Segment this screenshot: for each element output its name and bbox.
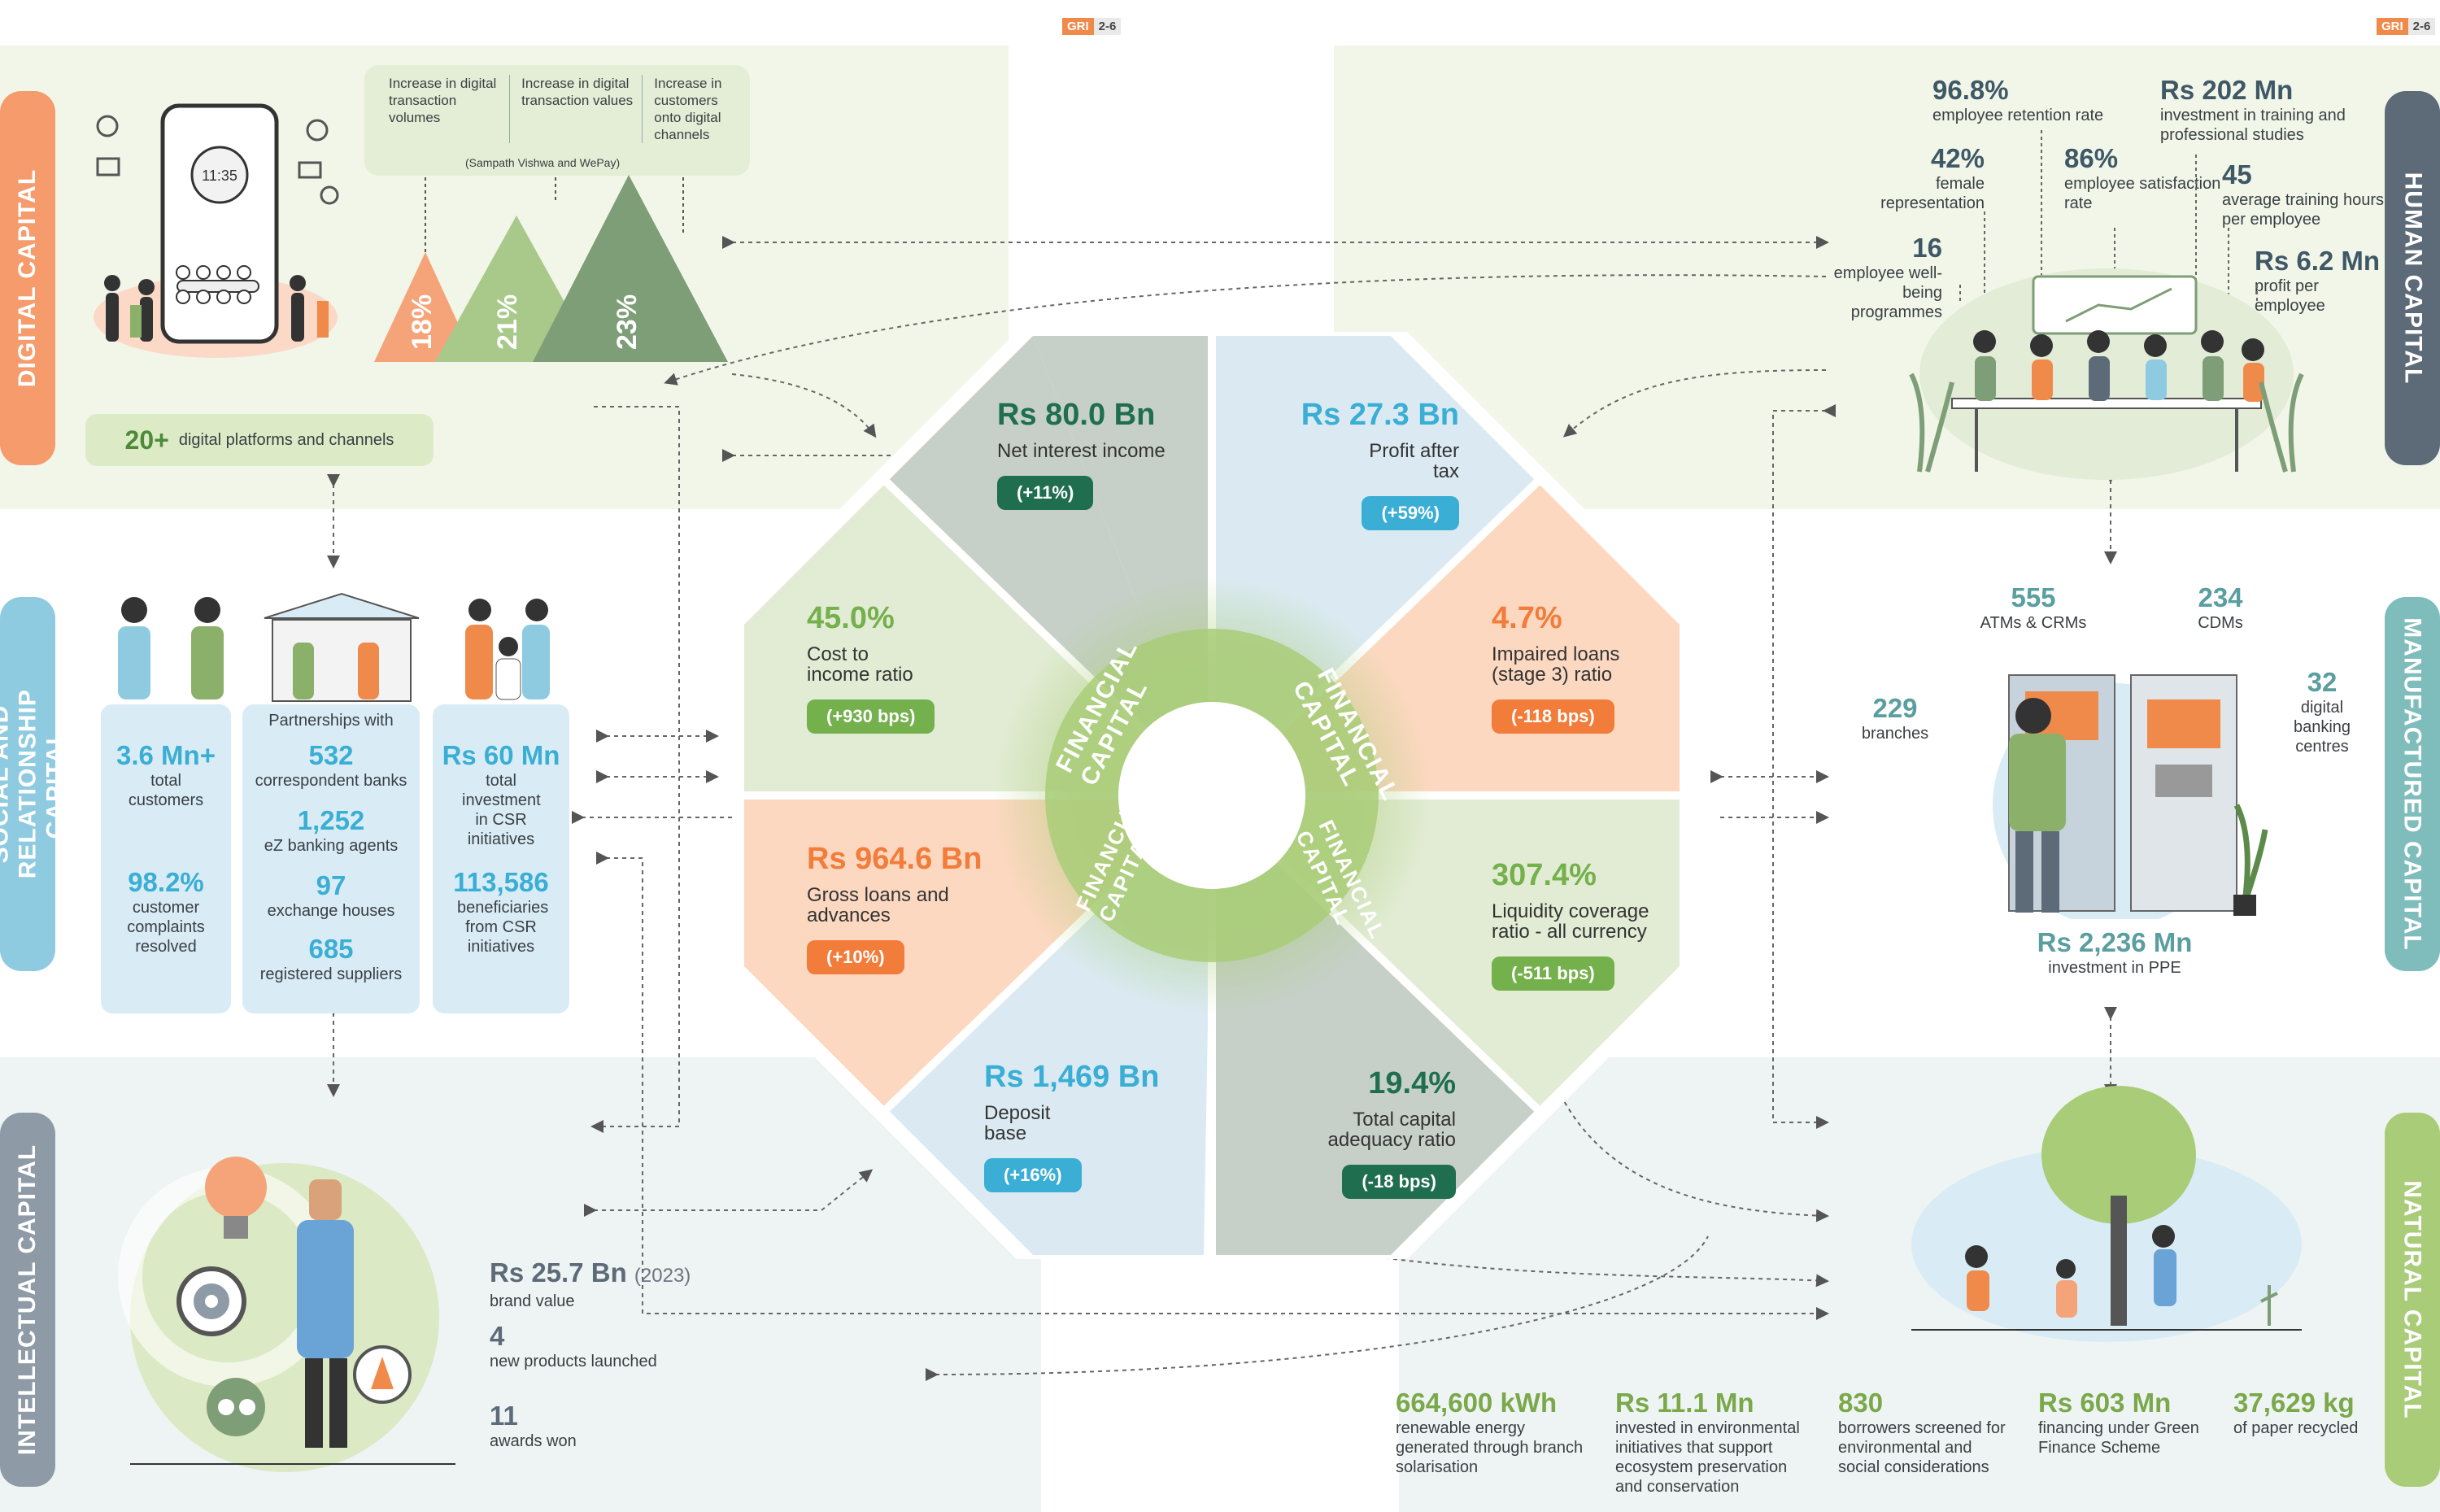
profit-after-tax-stat: Rs 27.3 Bn Profit after tax (+59%) xyxy=(1296,397,1459,530)
wellbeing-programmes-stat: 16 employee well-being programmes xyxy=(1833,233,1942,321)
triangle-value-3: 23% xyxy=(612,294,643,350)
legend-item-3: Increase in customers onto digital chann… xyxy=(654,76,722,142)
brand-value-stat: Rs 25.7 Bn (2023) brand value xyxy=(490,1257,691,1310)
digital-platforms-badge: 20+ digital platforms and channels xyxy=(85,414,434,466)
human-capital-tab: HUMAN CAPITAL xyxy=(2385,91,2440,465)
legend-item-1: Increase in digital transaction volumes xyxy=(389,75,511,143)
impaired-loans-stat: 4.7% Impaired loans (stage 3) ratio (-11… xyxy=(1492,600,1671,734)
awards-stat: 11 awards won xyxy=(490,1401,577,1450)
social-card-csr xyxy=(433,704,569,1013)
environmental-investment-stat: Rs 11.1 Mn invested in environmental ini… xyxy=(1615,1388,1800,1496)
digital-triangles xyxy=(374,175,728,362)
social-capital-tab: SOCIAL AND RELATIONSHIP CAPITAL xyxy=(0,597,68,971)
satisfaction-rate-stat: 86% employee satisfaction rate xyxy=(2064,143,2221,212)
exchange-houses-stat: 97 exchange houses xyxy=(267,870,395,920)
capital-adequacy-change: (-18 bps) xyxy=(1342,1165,1456,1199)
financial-octagon xyxy=(740,332,1684,1259)
digital-capital-tab: DIGITAL CAPITAL xyxy=(0,91,55,465)
atms-stat: 555 ATMs & CRMs xyxy=(1980,582,2087,632)
training-investment-stat: Rs 202 Mn investment in training and pro… xyxy=(2160,75,2346,144)
gross-loans-change: (+10%) xyxy=(807,940,904,974)
liquidity-coverage-change: (-511 bps) xyxy=(1492,956,1614,991)
branches-stat: 229 branches xyxy=(1861,693,1929,743)
manufactured-capital-tab: MANUFACTURED CAPITAL xyxy=(2385,597,2440,971)
gri-code: 2-6 xyxy=(2407,18,2436,35)
platforms-label: digital platforms and channels xyxy=(178,431,394,449)
profit-per-employee-stat: Rs 6.2 Mn profit per employee xyxy=(2255,246,2381,315)
intellectual-capital-tab: INTELLECTUAL CAPITAL xyxy=(0,1113,55,1487)
cost-income-change: (+930 bps) xyxy=(807,699,935,734)
female-representation-stat: 42% female representation xyxy=(1880,143,1985,212)
natural-capital-tab: NATURAL CAPITAL xyxy=(2385,1113,2440,1487)
csr-investment-stat: Rs 60 Mn total investment in CSR initiat… xyxy=(442,740,560,848)
triangle-value-2: 21% xyxy=(492,294,523,350)
net-interest-income-stat: Rs 80.0 Bn Net interest income (+11%) xyxy=(997,397,1192,510)
impaired-loans-change: (-118 bps) xyxy=(1492,699,1614,734)
retention-rate-stat: 96.8% employee retention rate xyxy=(1932,75,2104,124)
meeting-illustration xyxy=(1903,260,2310,488)
deposit-base-stat: Rs 1,469 Bn Deposit base (+16%) xyxy=(984,1059,1179,1192)
csr-beneficiaries-stat: 113,586 beneficiaries from CSR initiativ… xyxy=(453,867,549,956)
social-card-partnerships xyxy=(242,704,420,1013)
platforms-value: 20+ xyxy=(124,425,169,455)
training-hours-stat: 45 average training hours per employee xyxy=(2222,159,2385,229)
phone-time: 11:35 xyxy=(202,168,237,184)
planting-illustration xyxy=(1903,1082,2310,1342)
correspondent-banks-stat: 532 correspondent banks xyxy=(255,740,407,790)
gri-code: 2-6 xyxy=(1093,18,1122,35)
gri-label: GRI xyxy=(1062,18,1094,35)
digital-legend-box xyxy=(364,65,750,176)
social-illustration xyxy=(98,586,586,708)
green-finance-stat: Rs 603 Mn financing under Green Finance … xyxy=(2038,1388,2199,1457)
social-card-customers xyxy=(101,704,231,1013)
liquidity-coverage-stat: 307.4% Liquidity coverage ratio - all cu… xyxy=(1492,857,1662,991)
deposit-base-change: (+16%) xyxy=(984,1158,1082,1192)
ez-agents-stat: 1,252 eZ banking agents xyxy=(264,805,399,855)
cost-income-stat: 45.0% Cost to income ratio (+930 bps) xyxy=(807,600,969,734)
gross-loans-stat: Rs 964.6 Bn Gross loans and advances (+1… xyxy=(807,841,1010,974)
registered-suppliers-stat: 685 registered suppliers xyxy=(259,934,403,983)
octagon-segments xyxy=(744,336,1680,1255)
digital-legend-items: Increase in digital transaction volumes … xyxy=(389,75,747,143)
profit-after-tax-change: (+59%) xyxy=(1362,496,1459,530)
paper-recycled-stat: 37,629 kg of paper recycled xyxy=(2233,1388,2359,1437)
capital-adequacy-stat: 19.4% Total capital adequacy ratio (-18 … xyxy=(1301,1065,1456,1199)
legend-note: (Sampath Vishwa and WePay) xyxy=(465,156,621,169)
new-products-stat: 4 new products launched xyxy=(490,1321,657,1370)
renewable-energy-stat: 664,600 kWh renewable energy generated t… xyxy=(1396,1388,1584,1476)
cdms-stat: 234 CDMs xyxy=(2198,582,2243,632)
triangle-value-1: 18% xyxy=(407,294,438,350)
total-customers-stat: 3.6 Mn+ total customers xyxy=(116,740,216,809)
intellectual-illustration xyxy=(98,1131,472,1472)
digital-illustration: 11:35 xyxy=(81,98,350,374)
gri-label: GRI xyxy=(2377,18,2408,35)
net-interest-income-change: (+11%) xyxy=(997,476,1094,510)
complaints-resolved-stat: 98.2% customer complaints resolved xyxy=(127,867,205,956)
ppe-investment-stat: Rs 2,236 Mn investment in PPE xyxy=(2037,927,2193,977)
atm-illustration xyxy=(1976,643,2269,927)
digital-banking-centres-stat: 32 digital banking centres xyxy=(2293,667,2351,756)
legend-item-2: Increase in digital transaction values xyxy=(510,75,643,143)
borrowers-screened-stat: 830 borrowers screened for environmental… xyxy=(1838,1388,2006,1476)
partnerships-header: Partnerships with xyxy=(268,712,394,730)
